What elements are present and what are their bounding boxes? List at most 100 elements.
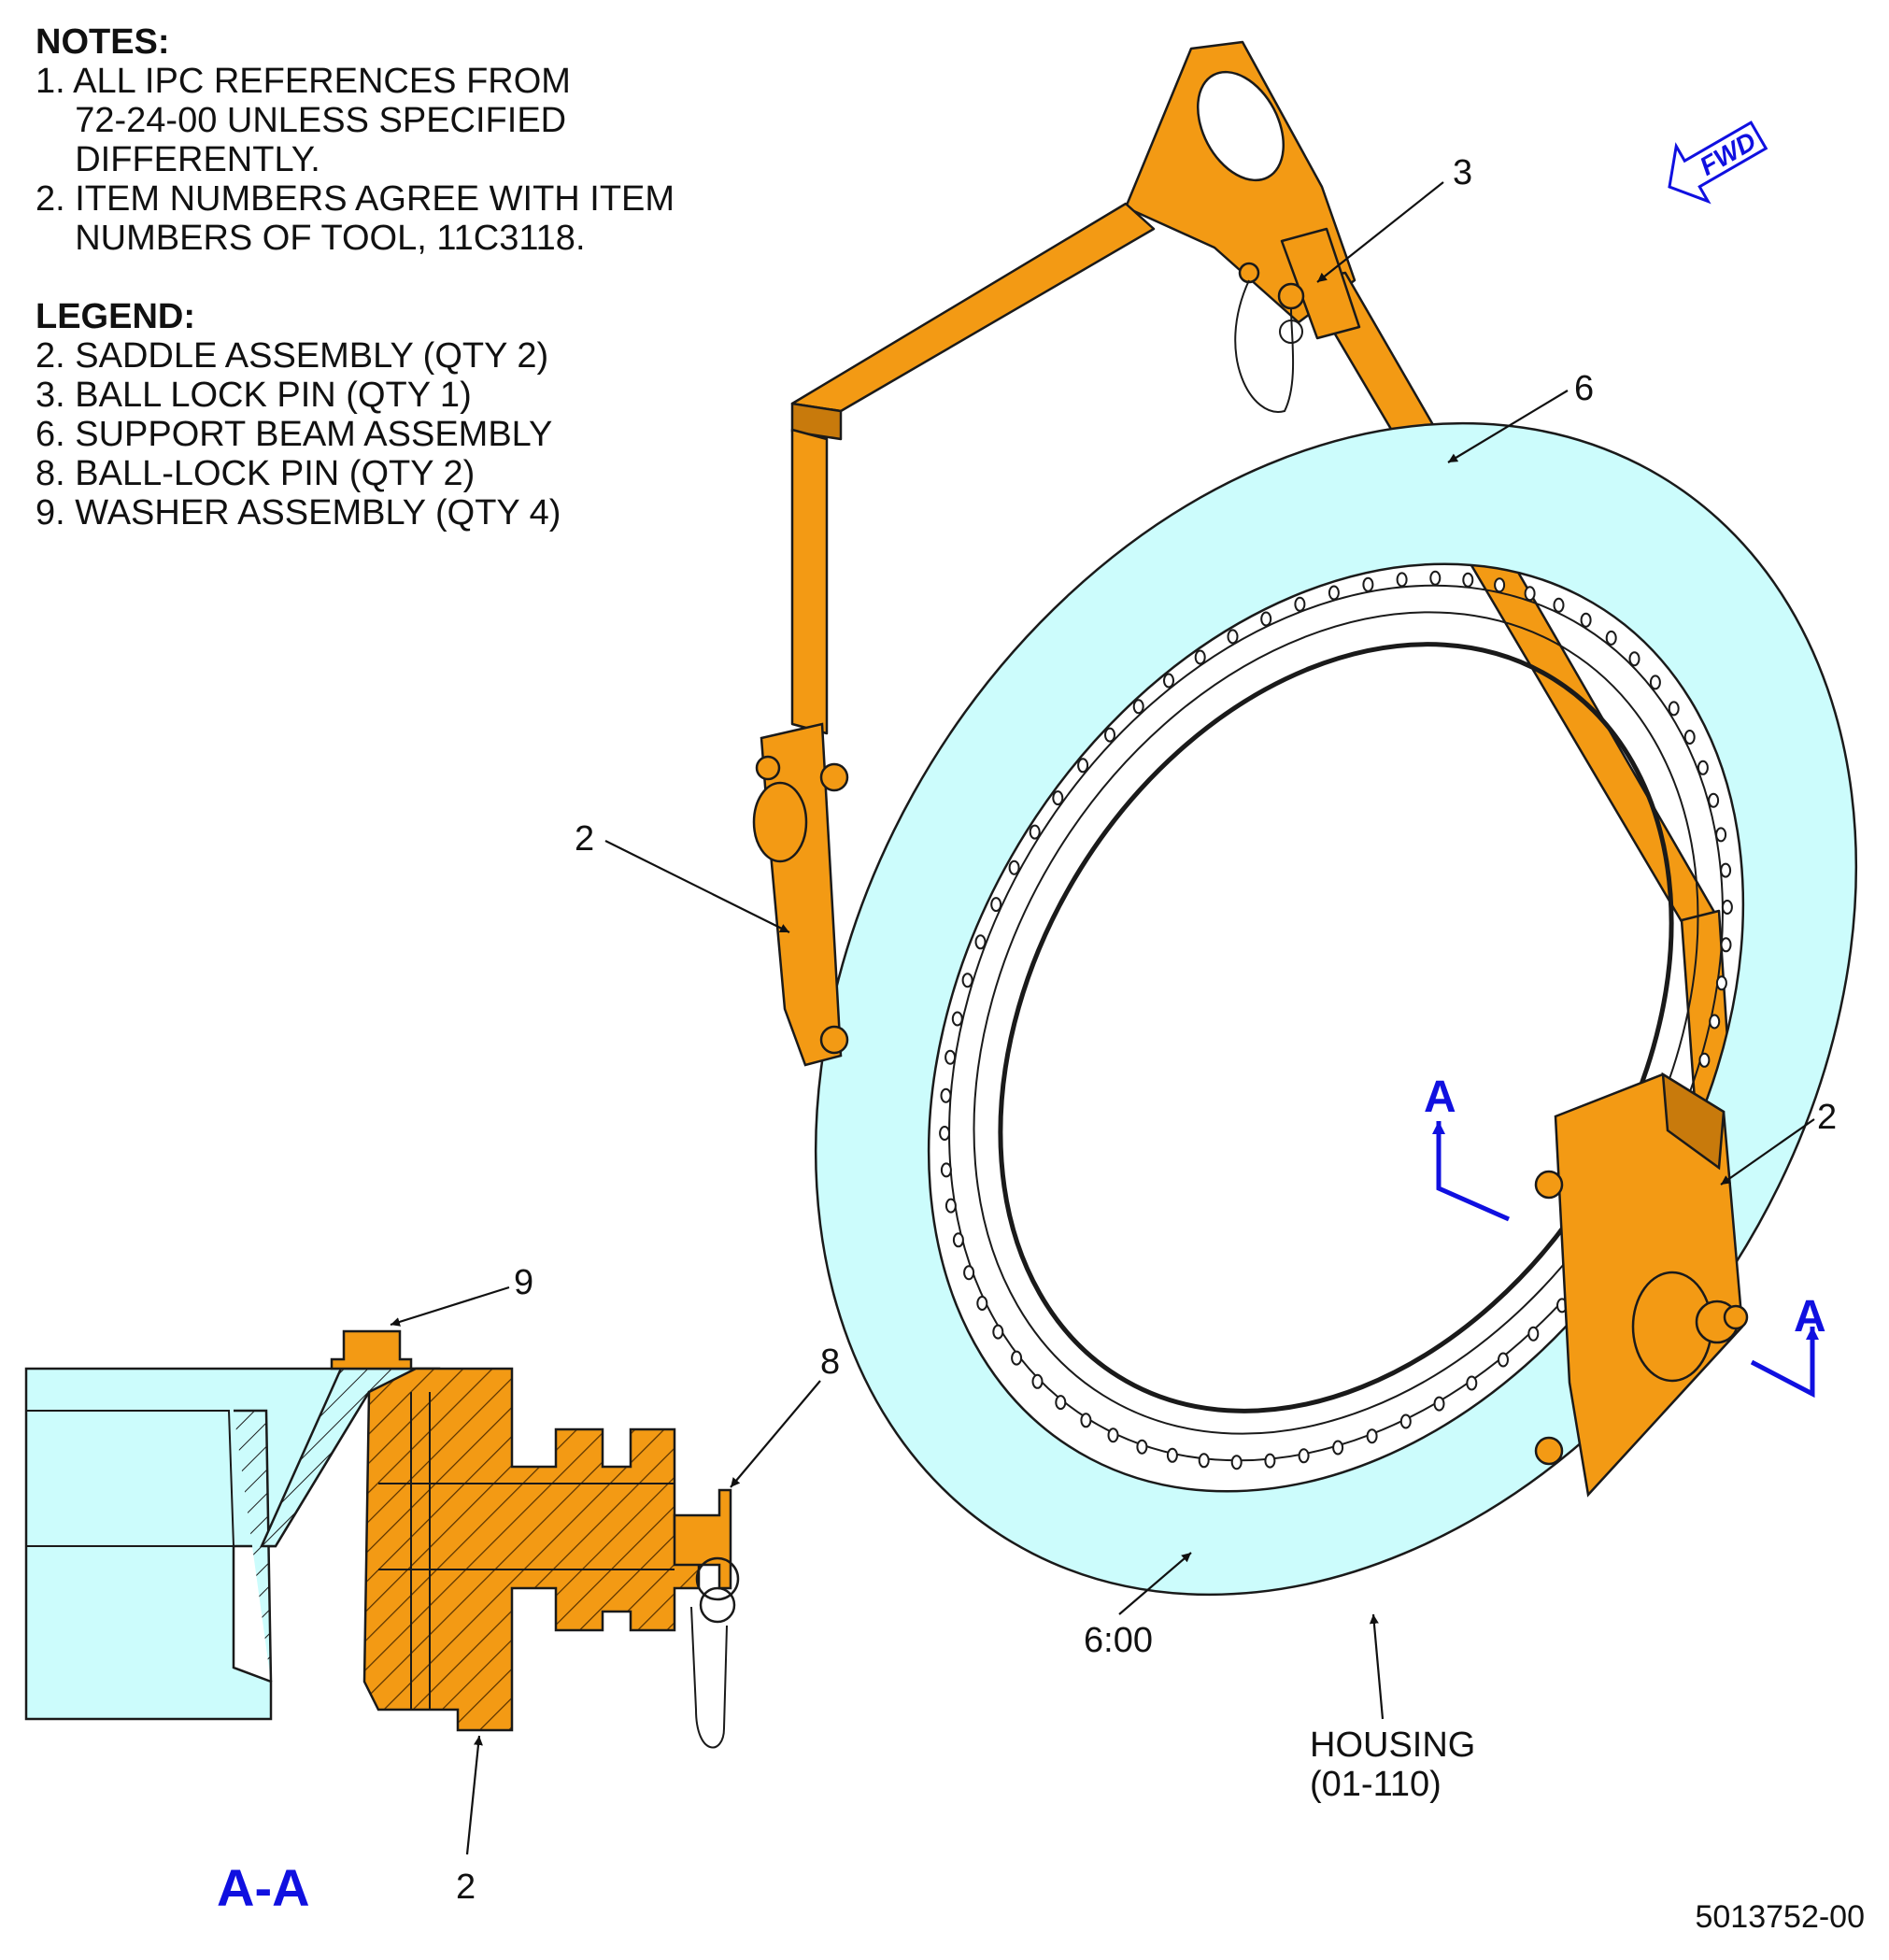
notes-title: NOTES: [36,22,170,62]
bolt-hole [1709,1014,1721,1030]
bolt-hole [1230,1455,1243,1470]
section-view-aa [24,1329,740,1749]
bolt-hole [1683,730,1696,745]
bolt-hole [940,1087,952,1103]
bolt-hole [1553,597,1565,613]
bolt-hole [1332,1440,1344,1456]
section-marker-a-right: A [1794,1292,1826,1342]
bolt-hole [976,1296,988,1311]
bolt-hole [1715,827,1727,843]
bolt-hole [1399,1413,1412,1429]
note-line: 2. ITEM NUMBERS AGREE WITH ITEM [36,179,675,219]
bolt-hole [1328,585,1340,601]
bolt-hole [1260,611,1272,627]
bolt-hole [1198,1453,1210,1469]
bolt-hole [951,1011,963,1027]
bolt-hole [1527,1326,1540,1342]
note-line: DIFFERENTLY. [36,140,320,179]
bolt-hole [1136,1439,1148,1455]
callout-item-3: 3 [1453,153,1472,192]
legend-title: LEGEND: [36,297,195,336]
bolt-hole [1166,1447,1178,1463]
bolt-hole [1029,824,1041,840]
bolt-hole [1055,1395,1067,1411]
bolt-hole [1649,675,1661,690]
callout-item-2-section: 2 [456,1868,476,1907]
saddle-assembly-right [1534,1072,1749,1498]
bolt-hole [1396,572,1408,588]
saddle-assembly-left [752,722,849,1067]
bolt-hole [1011,1350,1023,1366]
bolt-hole [992,1324,1004,1340]
legend-item: 9. WASHER ASSEMBLY (QTY 4) [36,493,561,533]
bolt-hole [1052,790,1064,806]
bolt-hole [1715,975,1727,991]
section-view-title: A-A [217,1858,310,1917]
ball-lock-pin-top [1234,262,1305,413]
callout-item-9: 9 [514,1263,533,1302]
notes-block: NOTES: 1. ALL IPC REFERENCES FROM 72-24-… [36,22,876,533]
bolt-hole [1433,1396,1445,1412]
bolt-hole [1163,673,1174,689]
leader-lines [390,181,1815,1855]
bolt-hole [1366,1428,1378,1444]
bolt-hole [1720,937,1732,953]
bolt-hole [1720,862,1732,878]
note-line: 1. ALL IPC REFERENCES FROM [36,62,571,101]
bolt-hole [1605,630,1617,646]
legend-item: 2. SADDLE ASSEMBLY (QTY 2) [36,336,549,376]
bolt-hole [1697,760,1709,775]
legend-item: 8. BALL-LOCK PIN (QTY 2) [36,454,476,493]
note-line: NUMBERS OF TOOL, 11C3118. [36,219,586,258]
bolt-hole [940,1162,952,1178]
callout-item-8: 8 [820,1342,840,1382]
bolt-hole [939,1126,951,1141]
document-number: 5013752-00 [1695,1899,1865,1935]
clock-position-label: 6:00 [1084,1621,1153,1660]
section-cut-markers [1432,1121,1819,1399]
housing-part-number: (01-110) [1310,1765,1442,1804]
bolt-hole [1227,629,1239,645]
section-marker-a-left: A [1424,1072,1456,1122]
bolt-hole [1698,1052,1711,1068]
bolt-hole [1466,1375,1478,1391]
callout-item-6: 6 [1574,369,1594,408]
legend-item: 6. SUPPORT BEAM ASSEMBLY [36,415,553,454]
bolt-hole [961,973,973,988]
bolt-hole [1294,596,1306,612]
bolt-hole [1194,649,1206,665]
bolt-hole [1008,859,1020,875]
bolt-hole [1132,699,1144,715]
bolt-hole [944,1049,957,1065]
bolt-hole [1498,1352,1509,1368]
bolt-hole [1031,1373,1044,1389]
bolt-hole [1298,1448,1310,1464]
bolt-hole [963,1265,975,1281]
bolt-hole [1708,792,1720,808]
note-line: 72-24-00 UNLESS SPECIFIED [36,101,567,140]
legend-item: 3. BALL LOCK PIN (QTY 1) [36,376,472,415]
bolt-hole [1080,1413,1092,1428]
bolt-hole [1264,1453,1276,1469]
bolt-hole [1362,576,1374,592]
bolt-hole [1580,612,1592,628]
bolt-hole [1077,758,1089,774]
bolt-hole [944,1198,957,1214]
bolt-hole [1668,701,1680,717]
bolt-hole [974,934,987,950]
bolt-hole [1462,572,1474,588]
bolt-hole [1721,900,1733,915]
bolt-hole [1429,570,1442,586]
bolt-hole [1524,586,1536,602]
callout-item-2-left: 2 [575,819,594,859]
bolt-hole [1107,1427,1119,1443]
bolt-hole [952,1232,964,1248]
bolt-hole [1494,577,1506,593]
bolt-hole [990,897,1002,913]
bolt-hole [1104,727,1115,743]
bolt-hole [1628,651,1640,667]
fwd-arrow-icon: FWD [1668,121,1768,205]
housing-label: HOUSING [1310,1726,1475,1765]
callout-item-2-right: 2 [1817,1098,1837,1137]
